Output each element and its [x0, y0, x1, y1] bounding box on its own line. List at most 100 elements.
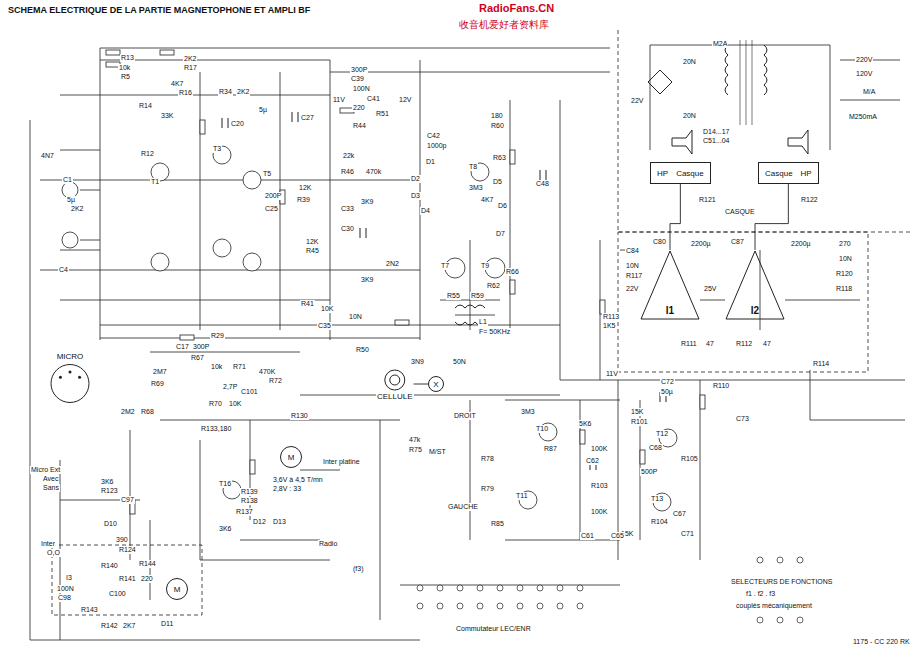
part-label: R143: [80, 606, 99, 614]
part-label: R72: [268, 377, 283, 385]
part-label: R117: [625, 272, 643, 280]
part-label: R60: [490, 122, 505, 130]
node-text: I1: [665, 306, 675, 315]
part-label: couplés mécaniquement: [735, 602, 813, 610]
part-label: R5: [120, 73, 131, 81]
part-label: T10: [535, 425, 549, 433]
part-label: R141: [118, 575, 137, 583]
part-label: 3N9: [410, 358, 425, 366]
part-label: T12: [655, 430, 669, 438]
cell-symbol: CELLULE: [376, 368, 414, 401]
part-label: Radio: [318, 540, 338, 548]
node-text: Casque: [764, 169, 794, 178]
part-label: C17: [175, 343, 190, 351]
part-label: D7: [495, 230, 506, 238]
part-label: R13: [120, 54, 135, 62]
part-label: C41: [366, 95, 381, 103]
part-label: T8: [468, 163, 478, 171]
part-label: L1: [478, 318, 488, 326]
part-label: 100N: [56, 585, 75, 593]
watermark: RadioFans.CN: [478, 2, 555, 15]
part-label: C33: [340, 205, 355, 213]
part-label: 5K6: [578, 420, 592, 428]
part-label: R137: [235, 508, 254, 516]
part-label: 3K9: [360, 276, 374, 284]
part-label: 2K2: [70, 205, 84, 213]
part-label: 33K: [160, 112, 174, 120]
part-label: 220: [352, 104, 366, 112]
part-label: R113: [602, 313, 620, 321]
part-label: 2,7P: [222, 383, 238, 391]
part-label: C61: [580, 532, 595, 540]
part-label: 1K5: [602, 322, 616, 330]
part-label: 22V: [625, 285, 639, 293]
part-label: 2200µ: [790, 240, 812, 248]
part-label: T1: [150, 178, 160, 186]
part-label: 220V: [855, 56, 873, 64]
part-label: Micro Ext: [30, 466, 61, 474]
part-label: Inter platine: [322, 458, 361, 466]
part-label: R66: [505, 268, 520, 276]
part-label: 2K2: [236, 88, 250, 96]
part-label: 300P: [350, 66, 368, 74]
wire-connector: [755, 184, 788, 250]
part-label: R101: [630, 418, 649, 426]
part-label: 4N7: [40, 152, 55, 160]
part-label: R103: [590, 482, 609, 490]
part-label: 470k: [365, 168, 382, 176]
part-label: T7: [440, 262, 450, 270]
part-label: T3: [212, 145, 222, 153]
part-label: 3M3: [468, 184, 484, 192]
amplifier-symbol: I1: [640, 250, 700, 320]
part-label: D2: [410, 175, 421, 183]
part-label: C48: [535, 180, 550, 188]
part-label: M/ST: [428, 448, 447, 456]
part-label: C84: [625, 247, 640, 255]
part-label: 12K: [305, 238, 319, 246]
part-label: R122: [800, 196, 819, 204]
part-label: T9: [480, 262, 490, 270]
part-label: R63: [492, 154, 507, 162]
part-label: 500P: [640, 468, 658, 476]
part-label: M2A: [712, 40, 728, 48]
part-label: R138: [240, 497, 259, 505]
part-label: R59: [470, 292, 485, 300]
part-label: 4K7: [170, 80, 184, 88]
part-label: R55: [446, 292, 461, 300]
part-label: C30: [340, 225, 355, 233]
part-label: R111: [680, 340, 698, 348]
part-label: D12: [252, 518, 267, 526]
part-label: R144: [138, 560, 157, 568]
part-label: 2K7: [122, 622, 136, 630]
part-label: C62: [585, 457, 600, 465]
part-label: T11: [515, 492, 529, 500]
motor-symbol: M: [166, 578, 188, 600]
part-label: C100: [108, 590, 127, 598]
node-text: Casque: [675, 169, 705, 178]
part-label: D3: [410, 192, 421, 200]
part-label: C35: [317, 322, 332, 330]
part-label: D4: [420, 207, 431, 215]
part-label: R139: [240, 488, 259, 496]
part-label: (f3): [352, 565, 365, 573]
part-label: 50µ: [660, 388, 674, 396]
part-label: O,O: [46, 549, 61, 557]
part-label: 22k: [342, 152, 355, 160]
part-label: 3K6: [218, 525, 232, 533]
part-label: D14...17: [702, 128, 730, 136]
part-label: C27: [300, 114, 315, 122]
part-label: 300P: [192, 343, 210, 351]
part-label: 3K9: [360, 198, 374, 206]
part-label: R114: [812, 360, 830, 368]
part-label: CASQUE: [724, 208, 756, 216]
part-label: 12V: [398, 96, 412, 104]
part-label: 47k: [408, 436, 421, 444]
part-label: C42: [426, 132, 441, 140]
part-label: R71: [232, 363, 247, 371]
part-label: 120V: [855, 70, 873, 78]
part-label: C80: [652, 238, 667, 246]
node-text: HP: [800, 169, 813, 178]
